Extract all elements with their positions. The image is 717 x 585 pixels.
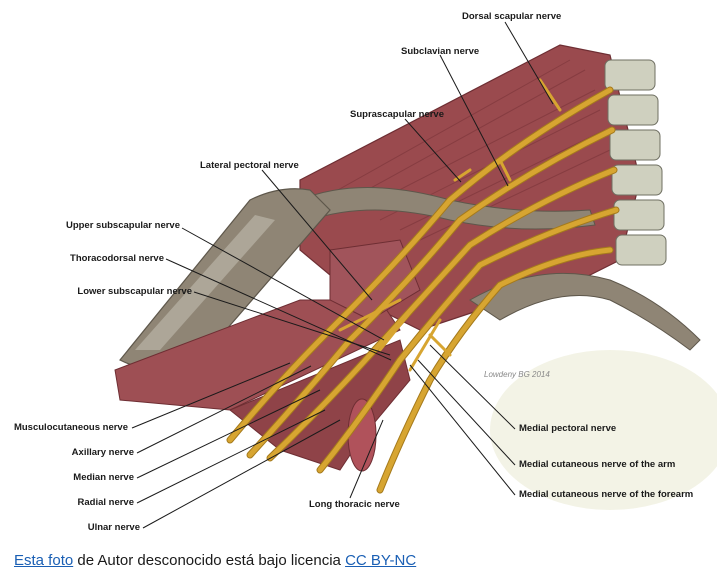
label-medial-cutaneous-nerve-forearm: Medial cutaneous nerve of the forearm bbox=[519, 489, 694, 500]
leader-lines bbox=[131, 21, 554, 529]
label-long-thoracic-nerve: Long thoracic nerve bbox=[309, 499, 400, 510]
label-upper-subscapular-nerve: Upper subscapular nerve bbox=[65, 220, 180, 231]
label-axillary-nerve: Axillary nerve bbox=[71, 447, 134, 458]
caption-text: de Autor desconocido está bajo licencia bbox=[73, 552, 346, 569]
label-median-nerve: Median nerve bbox=[73, 472, 134, 483]
label-lower-subscapular-nerve: Lower subscapular nerve bbox=[77, 286, 192, 297]
artist-signature: Lowdeny BG 2014 bbox=[484, 370, 550, 379]
label-thoracodorsal-nerve: Thoracodorsal nerve bbox=[70, 253, 164, 264]
vertebral-column bbox=[604, 59, 667, 266]
label-musculocutaneous-nerve: Musculocutaneous nerve bbox=[13, 422, 128, 433]
background-glow bbox=[490, 350, 717, 510]
photo-link[interactable]: Esta foto bbox=[14, 552, 74, 569]
label-subclavian-nerve: Subclavian nerve bbox=[401, 46, 480, 57]
label-medial-cutaneous-nerve-arm: Medial cutaneous nerve of the arm bbox=[519, 459, 676, 470]
humerus-highlight bbox=[135, 215, 275, 350]
brachial-plexus-illustration: Dorsal scapular nerve Subclavian nerve S… bbox=[13, 11, 717, 533]
label-radial-nerve: Radial nerve bbox=[77, 497, 135, 508]
label-dorsal-scapular-nerve: Dorsal scapular nerve bbox=[462, 11, 562, 22]
nerve-bundle bbox=[226, 78, 620, 494]
first-rib bbox=[469, 272, 701, 351]
anatomy-drawing bbox=[114, 21, 717, 529]
license-link[interactable]: CC BY-NC bbox=[345, 552, 417, 569]
label-medial-pectoral-nerve: Medial pectoral nerve bbox=[519, 423, 617, 434]
label-suprascapular-nerve: Suprascapular nerve bbox=[350, 109, 444, 120]
label-ulnar-nerve: Ulnar nerve bbox=[87, 522, 140, 533]
image-attribution-caption: Esta foto de Autor desconocido está bajo… bbox=[14, 552, 416, 569]
label-lateral-pectoral-nerve: Lateral pectoral nerve bbox=[200, 160, 299, 171]
